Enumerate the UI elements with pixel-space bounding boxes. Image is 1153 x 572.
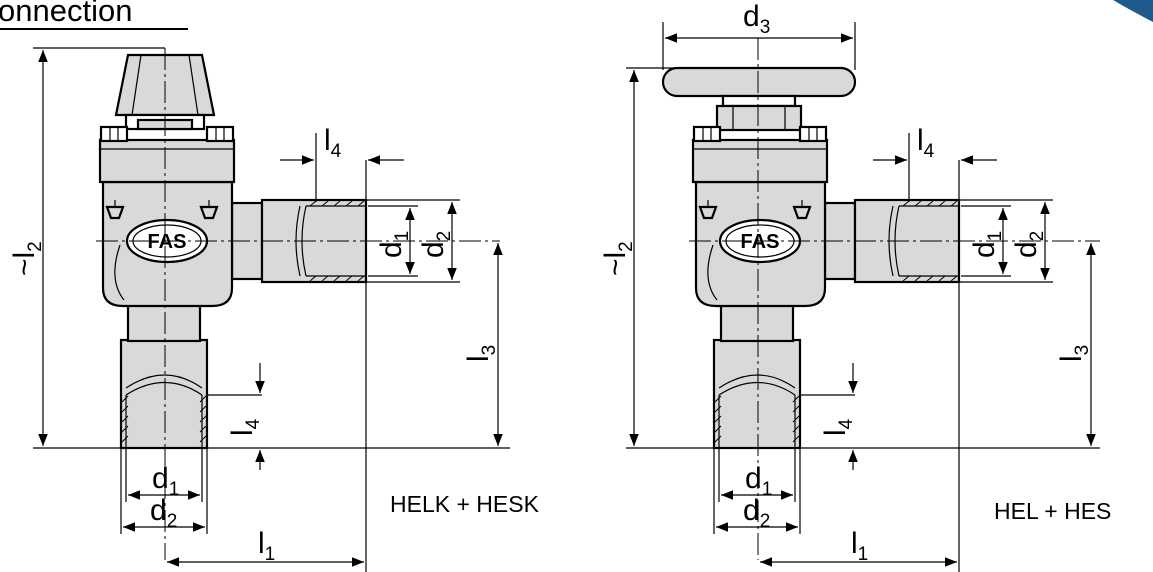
right-label-l4-bottom: l4 — [819, 418, 857, 436]
left-label-l3: l3 — [462, 345, 500, 362]
left-label-l1: l1 — [258, 527, 275, 565]
right-valve-drawing — [661, 66, 961, 450]
right-view-caption: HEL + HES — [994, 498, 1111, 524]
left-label-l2: ~l2 — [8, 241, 46, 276]
right-label-d2-side: d2 — [1010, 231, 1048, 258]
left-label-d1-bottom: d1 — [152, 462, 179, 500]
left-label-l4-bottom: l4 — [226, 418, 264, 436]
right-label-d3: d3 — [743, 0, 770, 38]
left-label-d2-bottom: d2 — [150, 494, 177, 532]
right-valve-body — [691, 125, 961, 450]
header-title-fragment: onnection — [0, 0, 132, 28]
right-logo-text: FAS — [741, 231, 780, 253]
right-dimensions — [626, 22, 1100, 572]
brand-corner-mark — [1113, 0, 1153, 22]
right-label-l1: l1 — [851, 527, 868, 565]
right-label-d1-side: d1 — [968, 231, 1006, 258]
left-label-d2-side: d2 — [417, 231, 455, 258]
left-logo-text: FAS — [148, 231, 187, 253]
left-label-d1-side: d1 — [375, 231, 413, 258]
left-valve-body — [98, 125, 368, 450]
right-label-d1-bottom: d1 — [745, 462, 772, 500]
left-dimension-labels: l1 l4 d1 d2 ~l2 l3 d1 d2 l4 — [8, 124, 500, 565]
right-label-l2: ~l2 — [599, 241, 637, 276]
left-dimensions — [33, 47, 510, 572]
left-label-l4-side: l4 — [324, 124, 342, 162]
right-dimension-labels: d3 l1 l4 d1 d2 ~l2 l3 d1 d2 l4 — [599, 0, 1093, 565]
right-label-d2-bottom: d2 — [743, 494, 770, 532]
handwheel — [661, 66, 857, 98]
right-label-l4-side: l4 — [917, 124, 935, 162]
left-view-caption: HELK + HESK — [390, 491, 540, 517]
right-label-l3: l3 — [1055, 345, 1093, 362]
